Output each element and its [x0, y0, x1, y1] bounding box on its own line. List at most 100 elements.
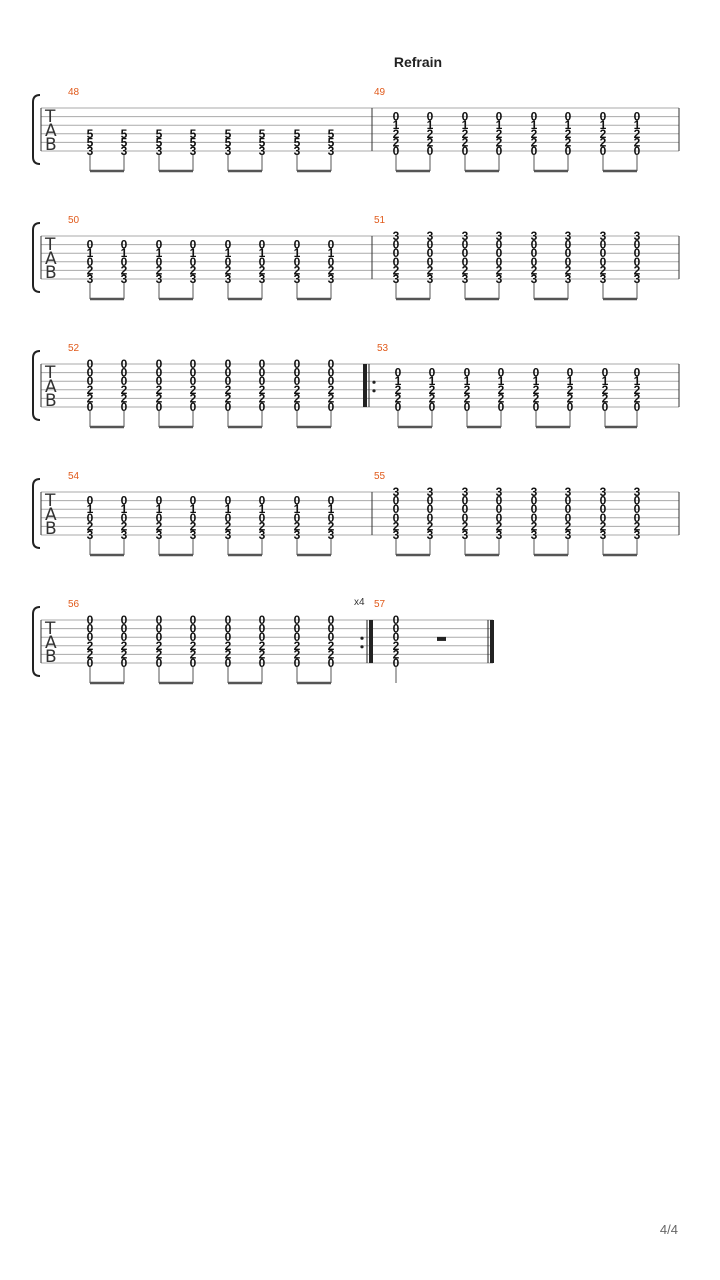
- repeat-count: x4: [354, 597, 365, 608]
- fret-number: 0: [533, 400, 540, 414]
- fret-number: 1: [259, 246, 266, 260]
- fret-number: 0: [294, 630, 301, 644]
- fret-number: 0: [190, 613, 197, 627]
- fret-number: 2: [328, 639, 335, 653]
- fret-number: 2: [393, 127, 400, 141]
- fret-number: 0: [531, 255, 538, 269]
- fret-number: 2: [190, 391, 197, 405]
- fret-number: 0: [565, 238, 572, 252]
- fret-number: 5: [328, 127, 335, 141]
- fret-number: 2: [294, 519, 301, 533]
- fret-number: 0: [600, 511, 607, 525]
- fret-number: 0: [427, 511, 434, 525]
- fret-number: 3: [531, 485, 538, 499]
- fret-number: 3: [496, 229, 503, 243]
- fret-number: 0: [393, 144, 400, 158]
- fret-number: 0: [121, 400, 128, 414]
- fret-number: 0: [429, 400, 436, 414]
- fret-number: 0: [634, 511, 641, 525]
- fret-number: 0: [190, 622, 197, 636]
- system-bracket: [32, 94, 41, 165]
- fret-number: 2: [427, 135, 434, 149]
- fret-number: 0: [393, 630, 400, 644]
- fret-number: 3: [634, 229, 641, 243]
- fret-number: 0: [190, 255, 197, 269]
- fret-number: 2: [225, 647, 232, 661]
- fret-number: 3: [565, 272, 572, 286]
- fret-number: 3: [225, 272, 232, 286]
- fret-number: 0: [602, 400, 609, 414]
- fret-number: 3: [496, 528, 503, 542]
- fret-number: 0: [294, 656, 301, 670]
- fret-number: 1: [600, 118, 607, 132]
- fret-number: 3: [427, 485, 434, 499]
- fret-number: 0: [427, 494, 434, 508]
- fret-number: 1: [602, 374, 609, 388]
- fret-number: 2: [225, 391, 232, 405]
- fret-number: 5: [294, 135, 301, 149]
- fret-number: 0: [87, 374, 94, 388]
- fret-number: 0: [600, 494, 607, 508]
- fret-number: 0: [496, 144, 503, 158]
- repeat-dot: [360, 645, 364, 649]
- fret-number: 3: [87, 144, 94, 158]
- fret-number: 0: [87, 366, 94, 380]
- fret-number: 2: [190, 519, 197, 533]
- fret-number: 0: [87, 400, 94, 414]
- fret-number: 0: [531, 511, 538, 525]
- fret-number: 3: [462, 485, 469, 499]
- tab-clef-letter: B: [45, 135, 57, 155]
- fret-number: 0: [634, 110, 641, 124]
- fret-number: 3: [427, 229, 434, 243]
- fret-number: 0: [87, 613, 94, 627]
- fret-number: 2: [156, 391, 163, 405]
- fret-number: 3: [259, 144, 266, 158]
- fret-number: 0: [294, 622, 301, 636]
- fret-number: 1: [496, 118, 503, 132]
- fret-number: 0: [87, 656, 94, 670]
- fret-number: 2: [259, 263, 266, 277]
- system-bracket: [32, 350, 41, 421]
- fret-number: 0: [634, 144, 641, 158]
- fret-number: 0: [634, 400, 641, 414]
- fret-number: 1: [190, 246, 197, 260]
- fret-number: 3: [259, 528, 266, 542]
- fret-number: 5: [225, 127, 232, 141]
- fret-number: 0: [462, 144, 469, 158]
- fret-number: 2: [156, 647, 163, 661]
- fret-number: 0: [462, 255, 469, 269]
- fret-number: 0: [225, 511, 232, 525]
- fret-number: 3: [156, 528, 163, 542]
- fret-number: 2: [294, 263, 301, 277]
- fret-number: 2: [462, 519, 469, 533]
- fret-number: 1: [156, 502, 163, 516]
- fret-number: 2: [121, 263, 128, 277]
- fret-number: 2: [225, 639, 232, 653]
- fret-number: 0: [393, 656, 400, 670]
- measure-number: 51: [374, 215, 386, 226]
- fret-number: 3: [462, 229, 469, 243]
- fret-number: 0: [634, 366, 641, 380]
- fret-number: 0: [121, 613, 128, 627]
- fret-number: 2: [634, 127, 641, 141]
- fret-number: 0: [156, 238, 163, 252]
- fret-number: 3: [190, 144, 197, 158]
- fret-number: 0: [225, 622, 232, 636]
- fret-number: 0: [259, 357, 266, 371]
- measure-number: 56: [68, 599, 80, 610]
- fret-number: 2: [496, 263, 503, 277]
- fret-number: 2: [259, 639, 266, 653]
- fret-number: 2: [427, 519, 434, 533]
- fret-number: 3: [565, 485, 572, 499]
- fret-number: 0: [462, 238, 469, 252]
- fret-number: 5: [87, 127, 94, 141]
- fret-number: 5: [156, 135, 163, 149]
- fret-number: 2: [121, 391, 128, 405]
- fret-number: 0: [328, 255, 335, 269]
- tab-clef-letter: A: [45, 633, 57, 653]
- fret-number: 3: [427, 528, 434, 542]
- fret-number: 2: [602, 383, 609, 397]
- fret-number: 0: [294, 511, 301, 525]
- fret-number: 0: [565, 144, 572, 158]
- fret-number: 1: [567, 374, 574, 388]
